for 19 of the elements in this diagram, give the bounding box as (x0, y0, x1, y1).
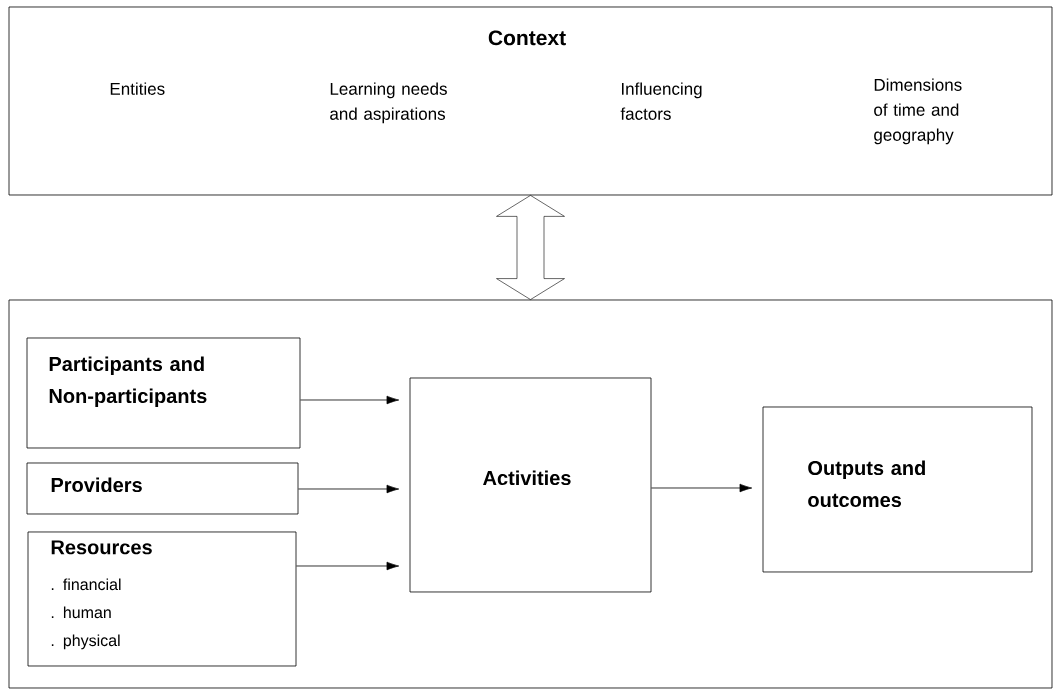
box-text: Dimensions of time and geography (874, 78, 962, 145)
box-heading: Resources (51, 540, 152, 555)
arrow (651, 483, 753, 493)
box-text: Influencing factors (620, 82, 702, 120)
list-item: . human (51, 606, 111, 619)
arrow (296, 561, 400, 571)
box-text: Learning needs and aspirations (330, 82, 447, 124)
list-item: . physical (51, 634, 120, 650)
framework-box (8, 299, 1053, 689)
arrow (300, 395, 400, 405)
box-label: Activities (483, 470, 571, 486)
box-text: Entities (110, 82, 165, 95)
double-arrow (496, 195, 565, 300)
box-label: Participants and Non-participants (49, 356, 207, 408)
box-heading: Context (488, 30, 566, 46)
list-item: . financial (51, 578, 121, 591)
box-label: Providers (51, 477, 142, 493)
box-label: Outputs and outcomes (808, 460, 925, 508)
arrow (298, 484, 400, 494)
